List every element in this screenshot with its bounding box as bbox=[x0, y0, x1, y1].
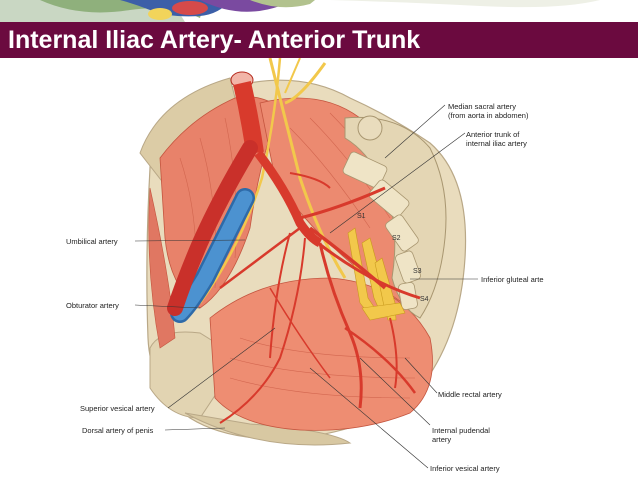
label-median-sacral-artery: Median sacral artery bbox=[448, 102, 516, 111]
title-bar: Internal Iliac Artery- Anterior Trunk bbox=[0, 22, 638, 58]
vertebra-label-s3: S3 bbox=[413, 268, 422, 275]
vertebra-label-s1: S1 bbox=[357, 213, 366, 220]
label-dorsal-artery-of-penis: Dorsal artery of penis bbox=[82, 426, 154, 435]
page-title: Internal Iliac Artery- Anterior Trunk bbox=[8, 26, 421, 54]
nerve-small bbox=[284, 57, 301, 94]
label-internal-pudendal-artery: Internal pudendal bbox=[432, 426, 490, 435]
anatomy-figure: S1 S2 S3 S4 bbox=[134, 57, 478, 469]
internal-iliac-artery bbox=[254, 150, 323, 248]
label-anterior-trunk-line2: internal iliac artery bbox=[466, 139, 527, 148]
sympathetic-trunk bbox=[284, 62, 327, 105]
sacral-segments bbox=[342, 151, 421, 310]
leader-lines bbox=[134, 104, 478, 469]
label-superior-vesical-artery: Superior vesical artery bbox=[80, 404, 155, 413]
external-iliac-artery bbox=[167, 140, 258, 316]
label-inferior-gluteal-artery: Inferior gluteal arte bbox=[481, 275, 544, 284]
label-inferior-vesical-artery: Inferior vesical artery bbox=[430, 464, 500, 473]
label-anterior-trunk: Anterior trunk of bbox=[466, 130, 520, 139]
label-obturator-artery: Obturator artery bbox=[66, 301, 119, 310]
pelvis-illustration: S1 S2 S3 S4 Median sacral artery (from a… bbox=[0, 57, 638, 478]
artery-branches bbox=[219, 172, 421, 424]
label-middle-rectal-artery: Middle rectal artery bbox=[438, 390, 502, 399]
obturator-nerve bbox=[198, 57, 282, 304]
sacral-promontory bbox=[357, 115, 383, 141]
label-internal-pudendal-artery-line2: artery bbox=[432, 435, 452, 444]
header-decor-image bbox=[0, 0, 638, 22]
label-median-sacral-artery-note: (from aorta in abdomen) bbox=[448, 111, 529, 120]
vertebra-label-s4: S4 bbox=[420, 296, 429, 303]
label-umbilical-artery: Umbilical artery bbox=[66, 237, 118, 246]
header-decor-strip bbox=[0, 0, 638, 22]
vertebra-label-s2: S2 bbox=[392, 235, 401, 242]
